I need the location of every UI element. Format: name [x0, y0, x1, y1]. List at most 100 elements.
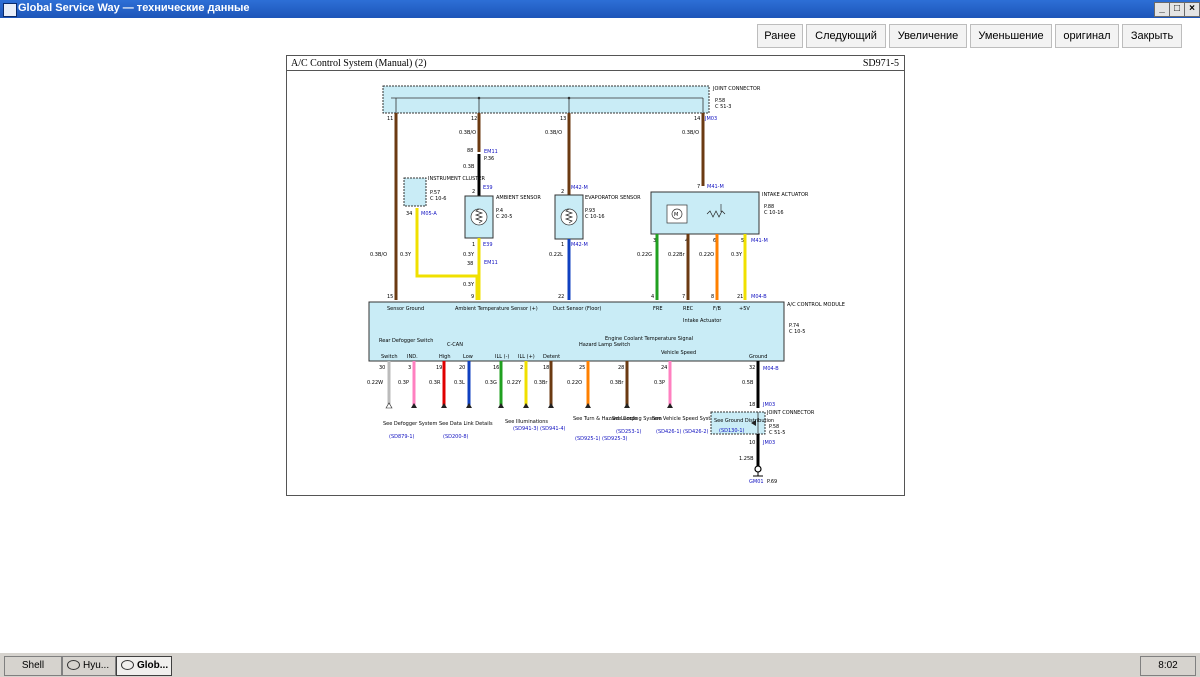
top-connector-ref2: C 51-3	[715, 104, 731, 110]
bottom-wire-7: 0.3Br	[534, 380, 548, 386]
module-pin-21: 21	[737, 294, 743, 300]
label-high: High	[439, 354, 451, 360]
actuator-wire-4: 0.3Y	[731, 252, 743, 258]
bottom-wire-8: 0.22O	[567, 380, 582, 386]
ref-cooling-code: (SD253-1)	[616, 429, 642, 435]
actuator-pin-top: 7	[697, 184, 700, 190]
actuator-pin-1: 3	[653, 238, 656, 244]
label-detent: Detent	[543, 354, 560, 360]
hyundai-logo-icon	[67, 660, 80, 671]
close-window-icon[interactable]: ×	[1184, 2, 1200, 17]
top-joint-connector	[382, 85, 710, 114]
top-pin-2: 12	[471, 116, 477, 122]
bottom-wire-4: 0.3L	[454, 380, 465, 386]
top-wire-4: 0.3B/O	[682, 130, 699, 136]
ground-joint-pin-top: 18	[749, 402, 755, 408]
top-wire-2: 0.3B/O	[459, 130, 476, 136]
evap-id-top: M42-M	[571, 185, 588, 191]
next-button[interactable]: Следующий	[806, 24, 886, 48]
taskbar: Shell Hyu... Glob... 8:02	[0, 652, 1200, 677]
original-button[interactable]: оригинал	[1055, 24, 1119, 48]
bottom-wire-5: 0.3G	[485, 380, 497, 386]
ambient-sensor-ref2: C 20-5	[496, 214, 512, 220]
taskbar-shell[interactable]: Shell	[4, 656, 62, 676]
label-c-can: C-CAN	[447, 342, 463, 348]
ac-control-module	[368, 301, 785, 362]
maximize-icon[interactable]: □	[1169, 2, 1185, 17]
module-pin-15: 15	[387, 294, 393, 300]
label-rec: REC	[683, 306, 694, 312]
glob-label: Glob...	[137, 660, 169, 671]
instrument-cluster-pin: 34	[406, 211, 412, 217]
ref-vehicle-speed-code: (SD426-1) (SD426-2)	[656, 429, 709, 435]
bottom-pin-19: 19	[436, 365, 442, 371]
em11-ref: P.36	[484, 156, 494, 162]
label-duct-sensor: Duct Sensor (Floor)	[553, 306, 601, 312]
module-conn-bot: M04-B	[763, 366, 779, 372]
intake-actuator-name: INTAKE ACTUATOR	[762, 192, 809, 198]
ref-data-link: See Data Link Details	[439, 421, 493, 427]
evaporator-sensor-name: EVAPORATOR SENSOR	[585, 195, 641, 201]
ref-illuminations: See Illuminations	[505, 419, 548, 425]
yellow-wire-a: 0.3Y	[463, 252, 475, 258]
bottom-pin-25: 25	[579, 365, 585, 371]
top-connector-name: JOINT CONNECTOR	[712, 86, 761, 92]
ground-id: GM01	[749, 479, 764, 485]
ambient-sensor-name: AMBIENT SENSOR	[496, 195, 541, 201]
close-button[interactable]: Закрыть	[1122, 24, 1182, 48]
label-ill-minus: ILL (-)	[495, 354, 509, 360]
black-wire-label: 0.3B	[463, 164, 475, 170]
zoom-out-button[interactable]: Уменьшение	[970, 24, 1052, 48]
label-switch: Switch	[381, 354, 398, 360]
actuator-id: M41-M	[707, 184, 724, 190]
label-ind: IND.	[407, 354, 418, 360]
ref-cooling: See Cooling System	[612, 416, 662, 422]
minimize-icon[interactable]: _	[1154, 2, 1170, 17]
ground-dist-code: (SD130-1)	[719, 428, 745, 434]
bottom-wire-10: 0.3P	[654, 380, 665, 386]
bottom-pin-28: 28	[618, 365, 624, 371]
ground-icon	[754, 465, 762, 473]
wiring-diagram-sheet: A/C Control System (Manual) (2) SD971-5 …	[286, 55, 905, 496]
label-vehicle-speed: Vehicle Speed	[661, 350, 696, 356]
label-coolant: Engine Coolant Temperature Signal	[605, 336, 693, 342]
intake-actuator-ref1: P.88	[764, 204, 774, 210]
actuator-wire-3: 0.22O	[699, 252, 714, 258]
module-pin-22: 22	[558, 294, 564, 300]
module-pin-8: 8	[711, 294, 714, 300]
module-pin-4: 4	[651, 294, 654, 300]
module-ref2: C 10-5	[789, 329, 805, 335]
label-hazard: Hazard Lamp Switch	[579, 342, 630, 348]
duct-wire-label: 0.22L	[549, 252, 563, 258]
clock-text: 8:02	[1158, 660, 1178, 671]
top-connector-ref1: P.58	[715, 98, 725, 104]
bottom-pin-16: 16	[493, 365, 499, 371]
sheet-title: A/C Control System (Manual) (2)	[291, 58, 427, 69]
toolbar: Ранее Следующий Увеличение Уменьшение ор…	[0, 18, 1200, 54]
ground-joint-id-bot: JM03	[762, 440, 775, 446]
label-sensor-ground: Sensor Ground	[387, 306, 424, 312]
bottom-pin-30: 30	[379, 365, 385, 371]
instrument-cluster-ref1: P.57	[430, 190, 440, 196]
taskbar-hyundai[interactable]: Hyu...	[62, 656, 116, 676]
bottom-pin-2: 2	[520, 365, 523, 371]
ref-defogger: See Defogger System	[383, 421, 438, 427]
taskbar-global[interactable]: Glob...	[116, 656, 172, 676]
instrument-cluster	[403, 177, 427, 207]
ambient-id-bot: E39	[483, 242, 493, 248]
label-ground: Ground	[749, 354, 767, 360]
wiring-diagram: .t{font-size:5px;fill:#000}.b{font-size:…	[367, 85, 845, 485]
ground-ref: P.69	[767, 479, 777, 485]
svg-text:M: M	[674, 212, 678, 218]
ref-turn-hazard-code: (SD925-1) (SD925-3)	[575, 436, 628, 442]
instrument-cluster-name: INSTRUMENT CLUSTER	[428, 176, 486, 182]
bottom-wire-9: 0.3Br	[610, 380, 624, 386]
instrument-cluster-ref2: C 10-6	[430, 196, 446, 202]
shell-label: Shell	[21, 660, 45, 671]
prev-button[interactable]: Ранее	[757, 24, 803, 48]
ambient-pin-top: 2	[472, 189, 475, 195]
actuator-wire-1: 0.22G	[637, 252, 652, 258]
zoom-in-button[interactable]: Увеличение	[889, 24, 967, 48]
ambient-id-top: E39	[483, 185, 493, 191]
bottom-wire-3: 0.3R	[429, 380, 441, 386]
